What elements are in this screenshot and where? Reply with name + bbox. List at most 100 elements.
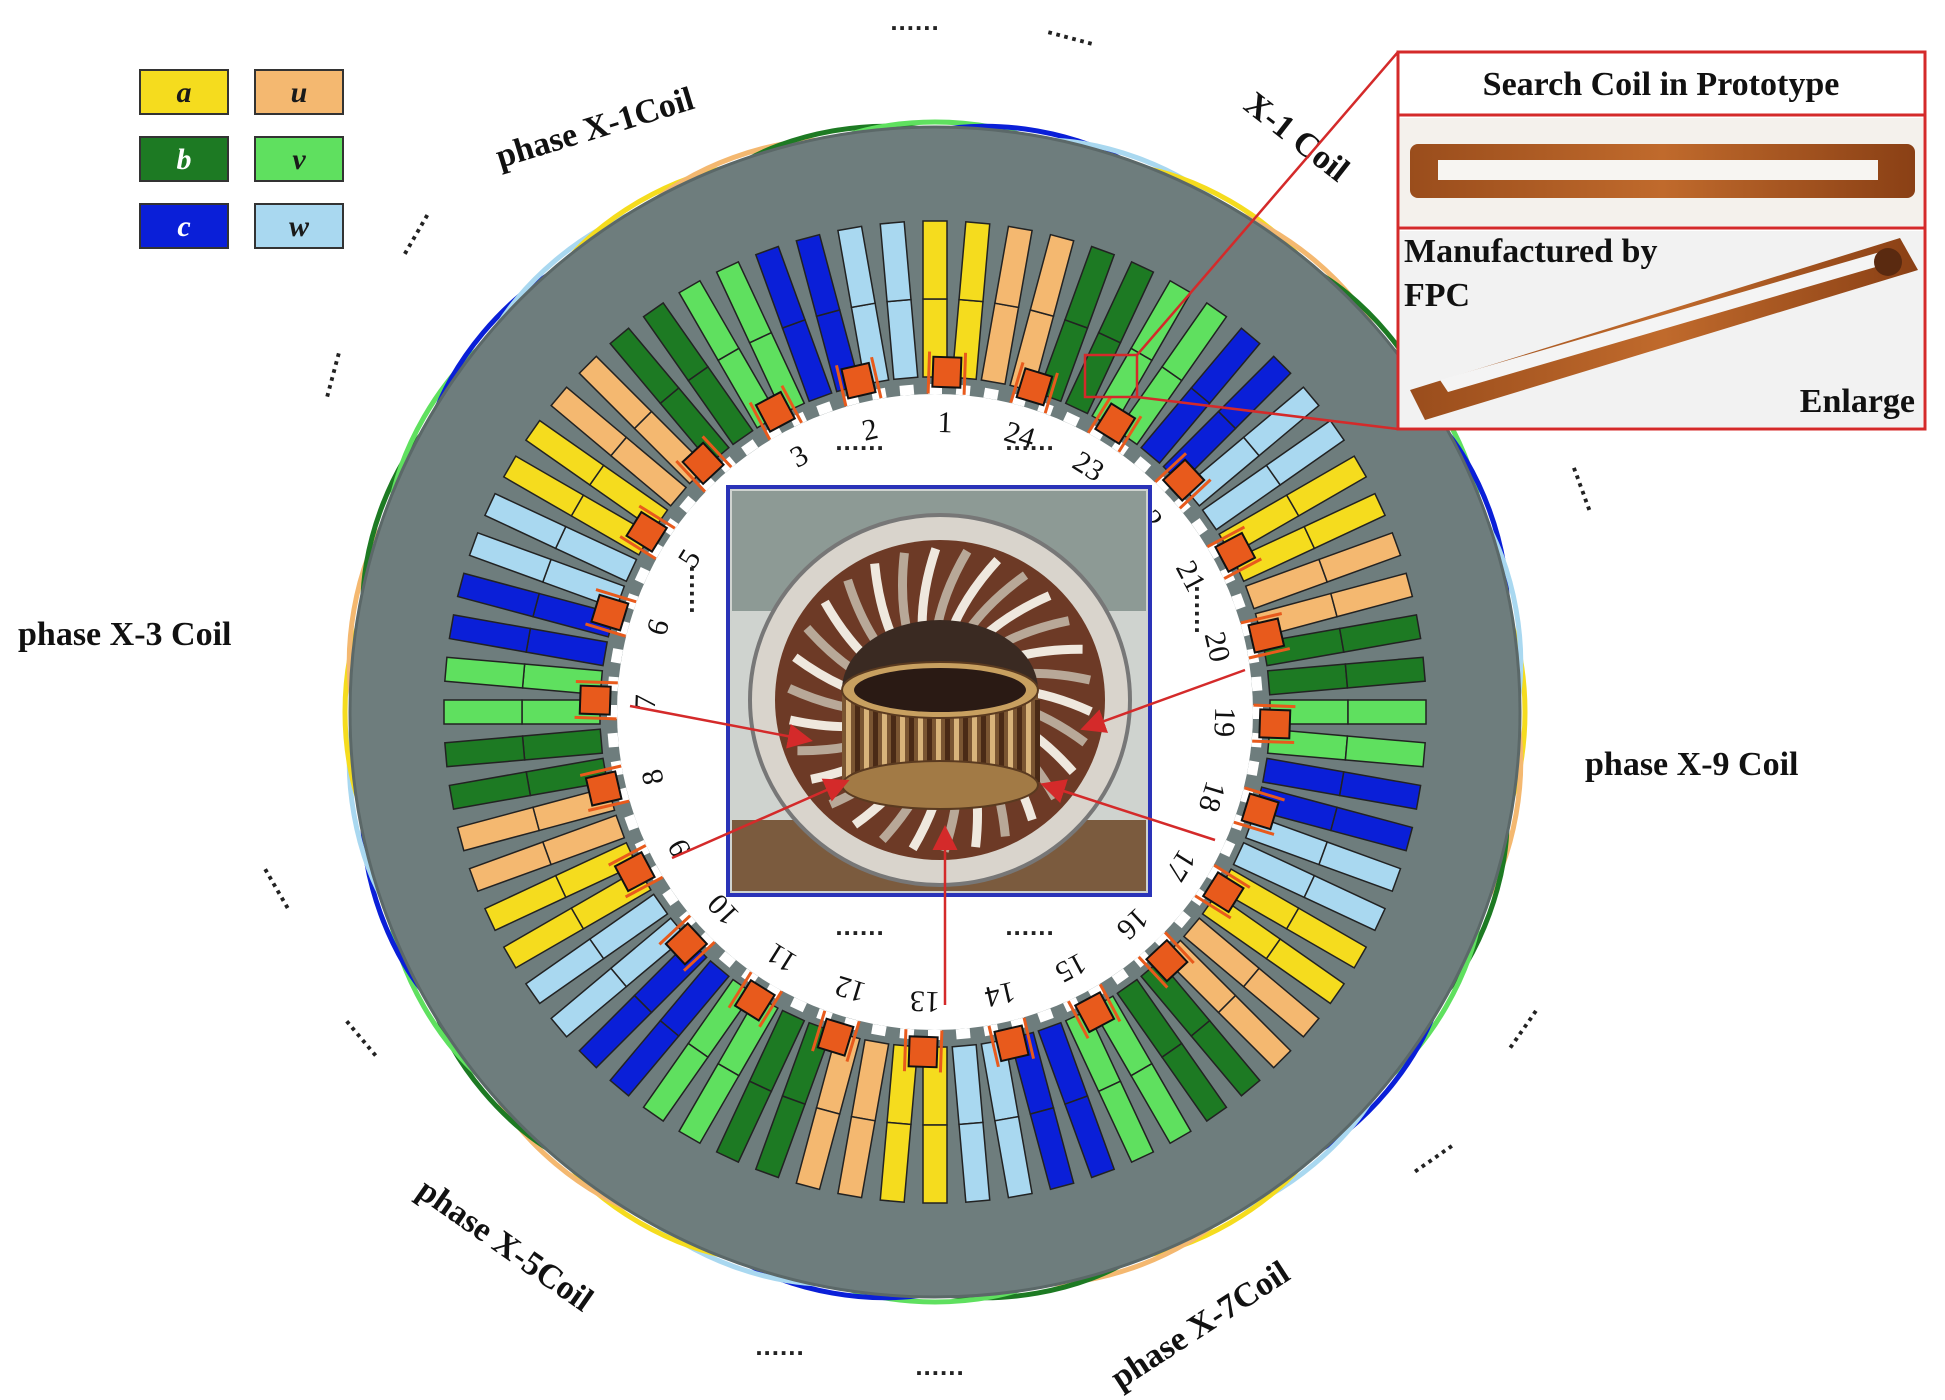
- search-coil: [811, 1010, 861, 1062]
- search-coil: [748, 384, 803, 441]
- search-coil: [1252, 703, 1296, 745]
- conductor-bar: [1265, 938, 1346, 1005]
- legend-label-c: c: [177, 210, 190, 243]
- ellipsis-marker: ......: [340, 1006, 395, 1063]
- label-phase-x9-coil: phase X-9 Coil: [1585, 746, 1798, 783]
- stator-slot: [448, 614, 624, 667]
- conductor-bar: [795, 233, 841, 318]
- legend-item-a: a: [139, 69, 229, 115]
- search-coil: [1233, 786, 1285, 836]
- conductor-bar: [958, 1121, 991, 1203]
- conductor-bar: [1242, 386, 1320, 457]
- stator-slot: [1037, 1008, 1116, 1179]
- ellipsis-marker: ......: [835, 426, 884, 456]
- conductor-bar: [443, 699, 523, 725]
- legend-label-v: v: [292, 143, 306, 176]
- conductor-bar: [1347, 699, 1427, 725]
- conductor-bar: [1329, 806, 1414, 852]
- stator-slot: [550, 386, 696, 513]
- conductor-bar: [1329, 572, 1414, 618]
- ellipsis-marker: ......: [1005, 426, 1054, 456]
- legend-label-b: b: [177, 143, 192, 176]
- ellipsis-marker: ......: [684, 565, 714, 614]
- search-coil: [675, 435, 733, 493]
- conductor-bar: [958, 221, 991, 303]
- stator-slot: [1174, 911, 1320, 1038]
- legend-label-u: u: [291, 76, 308, 109]
- conductor-bar: [1265, 419, 1346, 486]
- stator-slot: [980, 1023, 1033, 1199]
- search-coil: [902, 1029, 944, 1073]
- legend-label-w: w: [289, 210, 310, 243]
- ellipsis-marker: ......: [1566, 459, 1611, 516]
- search-coil-photo-enlarged: [1410, 238, 1918, 420]
- stator-slots: 123456789101112131415161718192021222324: [443, 220, 1427, 1204]
- inset-caption-line1: Manufactured by: [1404, 233, 1657, 270]
- conductor-bar: [502, 907, 585, 969]
- stator-slot: [1191, 888, 1346, 1005]
- conductor-bar: [524, 938, 605, 1005]
- conductor-bar: [502, 455, 585, 517]
- conductor-bar: [1285, 907, 1368, 969]
- stator-slot: [837, 1023, 890, 1199]
- search-coil: [607, 844, 664, 899]
- prototype-photo: [726, 485, 1152, 897]
- conductor-bar: [1217, 994, 1292, 1069]
- ellipsis-marker: ......: [890, 6, 939, 36]
- phase-legend: a u b v c w: [139, 69, 344, 249]
- conductor-bar: [468, 531, 552, 583]
- conductor-bar: [550, 386, 628, 457]
- pointer-arrows: [629, 668, 1246, 1005]
- conductor-bar: [1344, 735, 1426, 768]
- legend-item-c: c: [139, 203, 229, 249]
- stator-slot: [524, 888, 679, 1005]
- search-coil-photo-flat: [1410, 144, 1915, 198]
- search-coil: [1137, 931, 1195, 989]
- conductor-bar: [1303, 492, 1387, 550]
- stator-slot: [879, 1028, 919, 1203]
- legend-item-v: v: [254, 136, 344, 182]
- ellipsis-marker: ......: [915, 1351, 964, 1381]
- conductor-bar: [715, 1080, 773, 1164]
- conductor-bar: [1064, 1095, 1116, 1179]
- stator-slot: [754, 245, 833, 416]
- conductor-bar: [1285, 455, 1368, 517]
- stator-slot: [444, 728, 619, 768]
- stator-slot: [1231, 531, 1402, 610]
- slot-number: 13: [909, 984, 940, 1018]
- ellipsis-marker: ......: [1005, 911, 1054, 941]
- slot-number: 8: [635, 766, 671, 788]
- stator-slot: [951, 1028, 991, 1203]
- conductor-bar: [1318, 531, 1402, 583]
- stator-slot: [468, 814, 639, 893]
- stator-slot: [1251, 656, 1426, 696]
- slot-number: 14: [982, 975, 1019, 1014]
- conductor-bar: [642, 301, 709, 382]
- stator-slot: [1063, 260, 1155, 427]
- legend-label-a: a: [177, 76, 192, 109]
- conductor-bar: [1344, 656, 1426, 689]
- ellipsis-marker: ......: [1401, 1126, 1459, 1179]
- stator-slot: [980, 225, 1033, 401]
- conductor-bar: [1190, 1019, 1261, 1097]
- conductor-bar: [994, 225, 1033, 309]
- search-coil: [987, 1017, 1035, 1068]
- legend-item-w: w: [254, 203, 344, 249]
- conductor-bar: [456, 806, 541, 852]
- slot-number: 7: [629, 694, 663, 710]
- conductor-bar: [483, 492, 567, 550]
- ellipsis-marker: ......: [755, 1331, 804, 1361]
- search-coil: [579, 764, 630, 812]
- search-coil: [1154, 452, 1212, 510]
- inset-enlarge-label: Enlarge: [1800, 383, 1915, 420]
- stator-slot: [1246, 757, 1422, 810]
- search-coil: [1086, 396, 1143, 453]
- conductor-bar: [1064, 245, 1116, 329]
- stator-slot: [715, 997, 807, 1164]
- search-coil: [1206, 525, 1263, 580]
- conductor-bar: [795, 1106, 841, 1191]
- conductor-bar: [678, 1062, 740, 1145]
- ellipsis-marker: ......: [305, 345, 347, 400]
- search-coil-inset: Search Coil in Prototype Manufactured by…: [1396, 50, 1927, 431]
- conductor-bar: [1097, 1080, 1155, 1164]
